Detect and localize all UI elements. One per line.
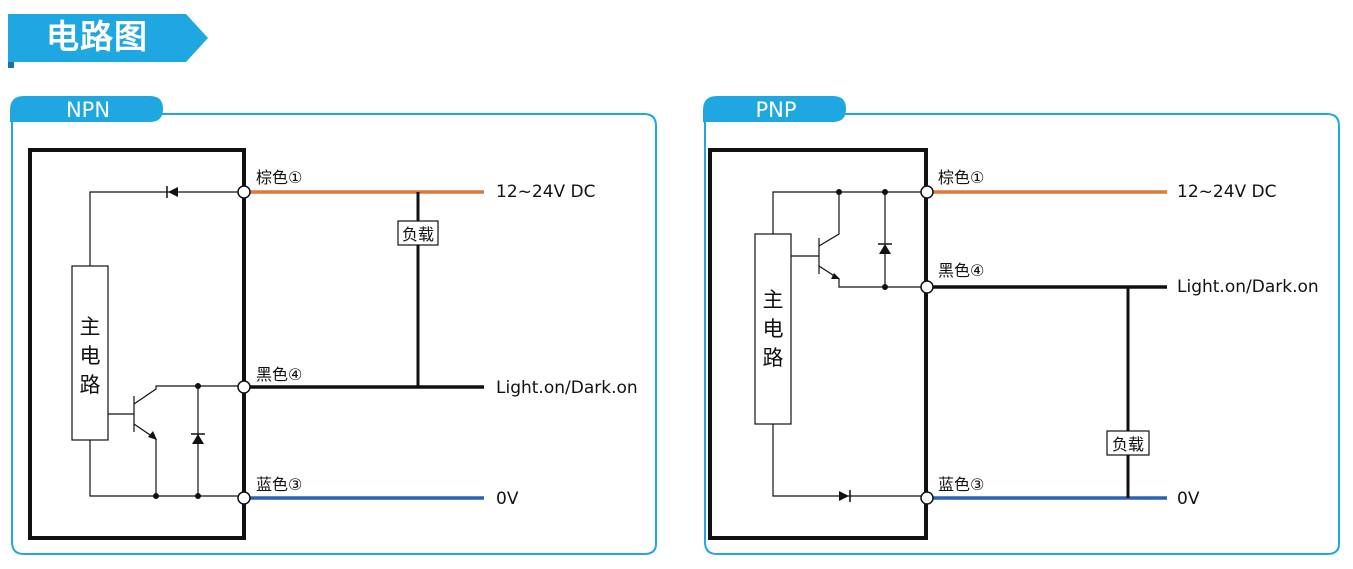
npn-tab [10,96,163,122]
pnp-panel: PNP 主 电 路 负载 棕色① 黑色④ 蓝色③ 12~24V DC Light… [703,96,1340,555]
pnp-supply-label: 12~24V DC [1177,182,1277,202]
pnp-tab-label: PNP [755,98,796,122]
npn-main-circuit-char-1: 主 [80,315,101,339]
npn-terminal-black [237,380,251,394]
pnp-terminal-brown [920,185,934,199]
pnp-tab [703,96,846,122]
npn-sensor-enclosure [28,148,246,540]
npn-panel: NPN 主 电 路 负载 棕色① 黑色④ 蓝色③ 12~24V DC Light… [10,96,657,555]
pnp-black-label: 黑色④ [938,261,984,280]
pnp-sensor-enclosure [708,148,928,540]
pnp-main-circuit-char-3: 路 [763,346,784,370]
pnp-main-circuit-char-2: 电 [763,317,784,341]
pnp-terminal-blue [920,491,934,505]
npn-load-box [397,220,439,246]
npn-tab-label: NPN [66,98,110,122]
pnp-blue-label: 蓝色③ [938,475,984,494]
npn-main-circuit-char-3: 路 [80,373,101,397]
npn-output-label: Light.on/Dark.on [496,378,638,398]
npn-supply-label: 12~24V DC [496,182,596,202]
page-title: 电路图 [46,17,148,56]
pnp-terminal-black [920,280,934,294]
npn-brown-label: 棕色① [256,168,302,187]
header-banner [8,14,208,68]
npn-blue-label: 蓝色③ [256,475,302,494]
npn-terminal-brown [237,185,251,199]
pnp-brown-label: 棕色① [938,168,984,187]
pnp-output-label: Light.on/Dark.on [1177,277,1319,297]
npn-ground-label: 0V [496,489,519,509]
pnp-load-label: 负载 [1112,435,1144,454]
npn-main-circuit-char-2: 电 [80,344,101,368]
npn-black-label: 黑色④ [256,365,302,384]
pnp-ground-label: 0V [1177,489,1200,509]
npn-terminal-blue [237,491,251,505]
pnp-main-circuit-char-1: 主 [763,288,784,312]
npn-load-label: 负载 [402,225,434,244]
pnp-load-box [1106,430,1150,456]
